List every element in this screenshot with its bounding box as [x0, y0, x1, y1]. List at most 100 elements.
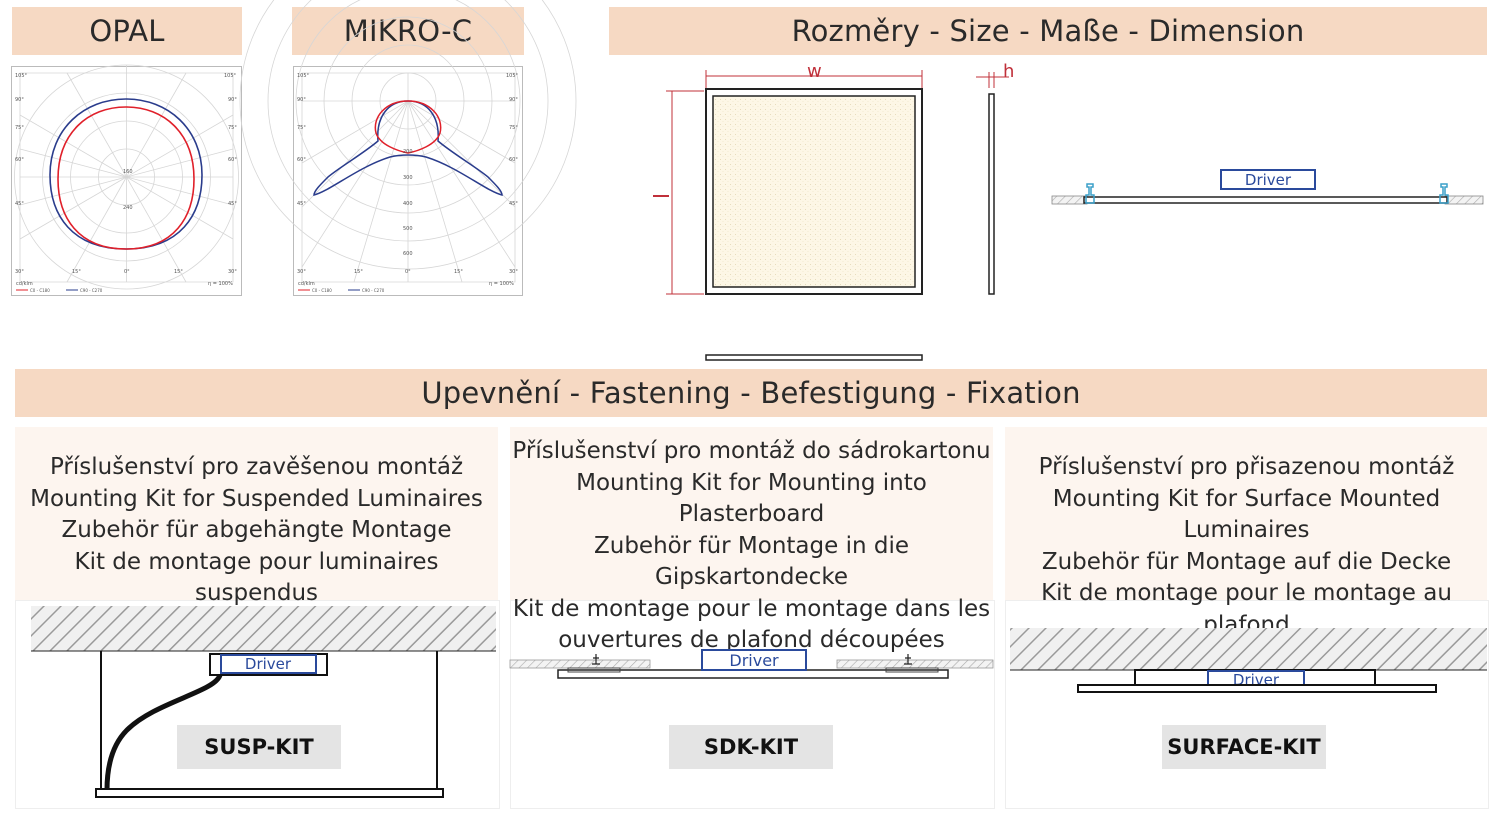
sdk-kit-label: SDK-KIT — [669, 725, 833, 769]
opal-angle-l2: 75° — [15, 125, 24, 131]
susp-kit-drawing: Driver — [31, 606, 496, 798]
mikro-c0-curve — [374, 100, 442, 154]
fastening-header: Upevnění - Fastening - Befestigung - Fix… — [15, 369, 1487, 417]
opal-angle-l4: 45° — [15, 201, 24, 207]
surface-caption-de: Zubehör für Montage auf die Decke — [1041, 548, 1452, 575]
opal-angle-l5: 30° — [15, 269, 24, 275]
mikro-angle-r4: 45° — [509, 201, 518, 207]
opal-efficiency: η = 100% — [208, 281, 233, 287]
surface-luminaire — [1077, 684, 1437, 693]
mikro-ring-4: 500 — [403, 226, 413, 232]
mikro-ring-1: 200 — [403, 149, 413, 155]
susp-caption-en: Mounting Kit for Suspended Luminaires — [30, 485, 483, 512]
opal-angle-b3: 15° — [174, 269, 183, 275]
sdk-kit-drawing: Driver — [509, 649, 994, 679]
dimension-title: Rozměry - Size - Maße - Dimension — [791, 14, 1305, 48]
opal-unit: cd/klm — [16, 281, 33, 287]
mikro-angle-r1: 90° — [509, 97, 518, 103]
sdk-drawing-panel — [510, 600, 995, 809]
opal-ring-1: 160 — [123, 169, 133, 175]
opal-angle-b2: 0° — [124, 269, 130, 275]
sdk-caption-de: Zubehör für Montage in die Gipskartondec… — [593, 532, 910, 591]
opal-angle-r4: 45° — [228, 201, 237, 207]
susp-caption-cz: Příslušenství pro zavěšenou montáž — [49, 454, 464, 480]
w-label: w — [807, 61, 822, 82]
mikro-legend-c90: C90 - C270 — [362, 288, 385, 293]
mikro-angle-l5: 30° — [297, 269, 306, 275]
mikro-polar-diagram: 200 300 400 500 600 105° 90° 75° 60° 45°… — [239, 0, 577, 296]
mikro-angle-b2: 0° — [405, 269, 411, 275]
opal-polar-diagram: 160 240 105° 90° 75° 60° 45° 30° 105° 90… — [11, 64, 242, 296]
susp-caption: Příslušenství pro zavěšenou montáž Mount… — [15, 452, 498, 610]
dimension-drawing: w h Driver — [653, 61, 1484, 361]
sdk-caption-cz: Příslušenství pro montáž do sádrokartonu — [512, 438, 991, 464]
fastening-title: Upevnění - Fastening - Befestigung - Fix… — [421, 376, 1081, 410]
opal-ring-2: 240 — [123, 205, 133, 211]
opal-angle-b1: 15° — [72, 269, 81, 275]
mikro-ring-2: 300 — [403, 175, 413, 181]
surface-ceiling — [1010, 628, 1487, 670]
opal-angle-l1: 90° — [15, 97, 24, 103]
mikro-c90-curve — [313, 100, 503, 196]
surface-kit-drawing: Driver — [1010, 628, 1487, 693]
opal-angle-l3: 60° — [15, 157, 24, 163]
opal-header: OPAL — [12, 7, 242, 55]
sdk-ceiling-left — [509, 659, 651, 669]
susp-caption-fr: Kit de montage pour luminaires suspendus — [74, 548, 439, 607]
opal-polar-svg: 160 240 105° 90° 75° 60° 45° 30° 105° 90… — [14, 64, 239, 293]
opal-angle-r0: 105° — [224, 73, 237, 79]
sdk-caption-fr-2: ouvertures de plafond découpées — [558, 627, 945, 653]
opal-c90-curve — [49, 98, 203, 250]
surface-caption-en: Mounting Kit for Surface Mounted Luminai… — [1052, 485, 1441, 544]
mikro-angle-r2: 75° — [509, 125, 518, 131]
panel-outer-frame — [705, 88, 923, 295]
mikro-angle-b3: 15° — [454, 269, 463, 275]
opal-legend-c90: C90 - C270 — [80, 288, 103, 293]
sdk-caption-fr-1: Kit de montage pour le montage dans les — [512, 595, 991, 622]
susp-ceiling — [31, 606, 496, 651]
mikro-angle-l3: 60° — [297, 157, 306, 163]
susp-caption-bg — [15, 427, 498, 600]
opal-title: OPAL — [89, 14, 165, 48]
opal-angle-r3: 60° — [228, 157, 237, 163]
sdk-caption: Příslušenství pro montáž do sádrokartonu… — [505, 436, 998, 657]
sdk-panel — [557, 669, 949, 679]
susp-luminaire — [95, 788, 444, 798]
mikro-angle-l1: 90° — [297, 97, 306, 103]
sdk-clip-right-icon — [904, 654, 912, 665]
opal-angle-r5: 30° — [228, 269, 237, 275]
susp-caption-de: Zubehör für abgehängte Montage — [61, 517, 452, 543]
mikro-angle-l0: 105° — [297, 73, 310, 79]
susp-kit-label: SUSP-KIT — [177, 725, 341, 769]
sdk-driver-label: Driver — [729, 651, 779, 670]
surface-kit-name: SURFACE-KIT — [1167, 735, 1321, 759]
mikro-angle-r0: 105° — [506, 73, 519, 79]
sdk-caption-en: Mounting Kit for Mounting into Plasterbo… — [576, 469, 927, 528]
recessed-panel — [1083, 196, 1448, 204]
mikro-angle-l2: 75° — [297, 125, 306, 131]
mikro-polar-svg: 200 300 400 500 600 105° 90° 75° 60° 45°… — [239, 0, 577, 293]
opal-angle-l0: 105° — [15, 73, 28, 79]
opal-c0-curve — [57, 106, 195, 250]
surface-caption-cz: Příslušenství pro přisazenou montáž — [1038, 454, 1455, 480]
mikro-angle-r3: 60° — [509, 157, 518, 163]
mikro-header: MIKRO-C — [292, 7, 524, 55]
surface-kit-label: SURFACE-KIT — [1162, 725, 1326, 769]
mikro-ring-5: 600 — [403, 251, 413, 257]
mikro-unit: cd/klm — [298, 281, 315, 287]
mikro-angle-l4: 45° — [297, 201, 306, 207]
driver-box-dimension — [1220, 169, 1316, 190]
right-clip-icon — [1439, 183, 1449, 204]
panel-diffuser — [712, 95, 916, 288]
sdk-clip-left-icon — [592, 654, 600, 665]
sdk-caption-bg — [510, 427, 993, 600]
surface-caption: Příslušenství pro přisazenou montáž Moun… — [1003, 452, 1490, 641]
mikro-efficiency: η = 100% — [489, 281, 514, 287]
mikro-title: MIKRO-C — [343, 14, 473, 48]
mikro-angle-r5: 30° — [509, 269, 518, 275]
driver-label-dimension: Driver — [1245, 171, 1292, 189]
surface-caption-bg — [1005, 427, 1487, 600]
mikro-ring-3: 400 — [403, 201, 413, 207]
left-clip-icon — [1085, 183, 1095, 204]
panel-bottom-profile — [705, 354, 923, 361]
